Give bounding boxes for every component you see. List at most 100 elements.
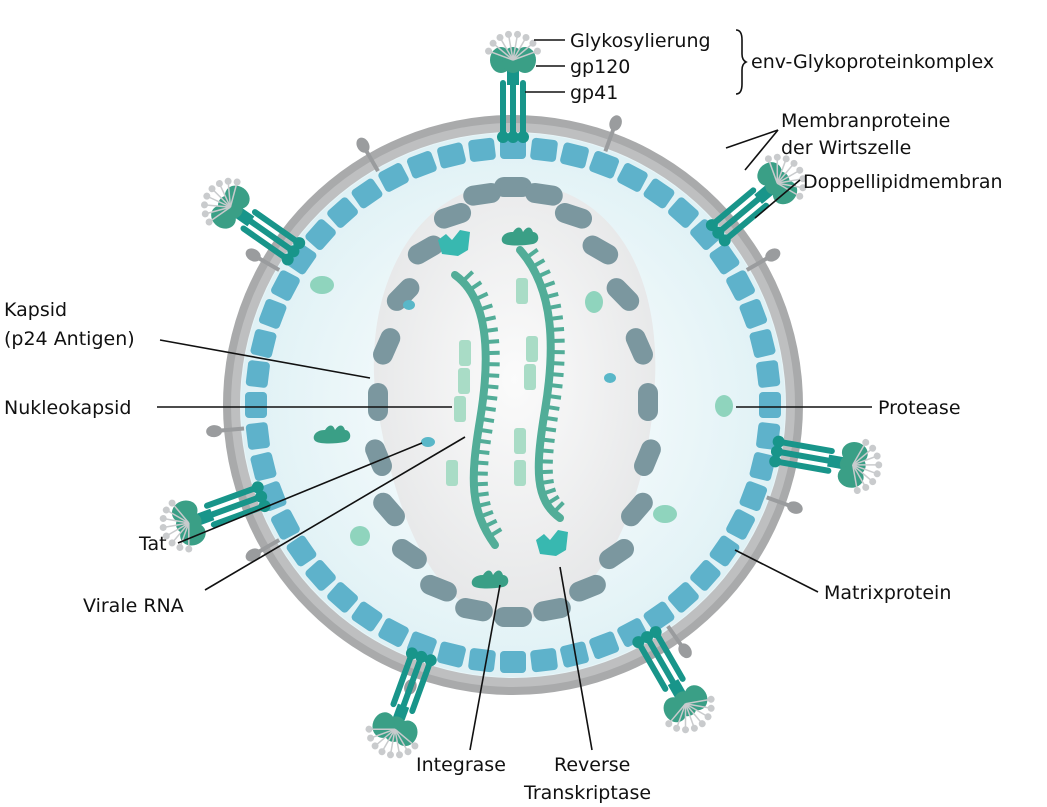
env-spike (159, 481, 271, 553)
matrix-protein (250, 452, 277, 481)
env-spike (485, 30, 541, 143)
label-doppellipidmembran: Doppellipidmembran (803, 171, 1003, 193)
matrix-protein (327, 582, 358, 613)
matrix-protein (756, 360, 781, 388)
matrix-protein (589, 150, 620, 179)
matrix-protein (739, 481, 768, 512)
rna-base (539, 479, 554, 486)
matrix-protein (617, 163, 648, 192)
matrix-protein (327, 197, 358, 228)
matrix-protein (709, 243, 740, 275)
label-virale-rna: Virale RNA (83, 595, 184, 617)
host-protein (245, 538, 281, 562)
host-protein (666, 625, 692, 659)
capsid-segment (368, 383, 388, 421)
rna-base (483, 327, 499, 334)
rna-base (540, 280, 556, 289)
rna-base (468, 280, 483, 292)
capsid-segment (433, 203, 472, 229)
matrix-protein (378, 163, 409, 192)
matrix-protein (468, 137, 496, 162)
matrix-protein (749, 452, 776, 481)
matrix-protein (560, 142, 589, 169)
capsid-segment (625, 328, 653, 365)
host-protein (356, 137, 380, 173)
matrix-protein (258, 298, 287, 329)
host-protein (603, 115, 622, 152)
rna-base (531, 258, 546, 269)
nucleocapsid-proteins (446, 278, 538, 486)
labels: Glykosylierung gp120 gp41 env-Glykoprote… (4, 30, 1003, 804)
rna-base (545, 404, 560, 411)
capsid-p24-segments (365, 177, 661, 627)
rna-base (478, 303, 493, 312)
rna-base (540, 437, 555, 443)
rna-base (488, 527, 503, 539)
rna-base (548, 315, 564, 322)
rna-base (479, 510, 494, 519)
rna-base (543, 415, 558, 422)
matrix-protein (643, 178, 675, 209)
matrix-protein (406, 150, 437, 179)
matrix-protein (690, 560, 721, 591)
label-nukleokapsid: Nukleokapsid (4, 397, 131, 419)
capsid-segment (494, 607, 532, 627)
rna-base (485, 373, 500, 378)
matrix-protein (271, 270, 300, 301)
matrix-protein (271, 509, 300, 540)
label-reverse: Reverse (554, 754, 630, 776)
matrix-protein (500, 651, 526, 673)
capsid-segment (463, 183, 502, 206)
rna-base (476, 438, 491, 445)
matrix-protein (726, 509, 755, 540)
rna-base (550, 360, 565, 366)
capsid-segment (407, 235, 444, 265)
rna-base (476, 500, 491, 509)
capsid-segment (533, 598, 571, 622)
label-matrixprotein: Matrixprotein (824, 582, 951, 604)
rna-base (541, 487, 557, 496)
capsid-segment (365, 439, 392, 476)
capsid-segment (524, 183, 563, 206)
matrix-protein (530, 648, 558, 673)
rna-base (544, 291, 559, 300)
label-gp41: gp41 (570, 82, 618, 104)
rna-base (474, 291, 489, 302)
rna-base (479, 416, 495, 424)
matrix-protein (245, 422, 270, 450)
matrix-protein-ring (245, 137, 781, 673)
capsid-segment (373, 492, 405, 527)
rna-base (536, 269, 551, 279)
label-transkriptase: Transkriptase (523, 782, 651, 804)
rna-base (475, 449, 490, 455)
capsid-segment (554, 203, 593, 229)
rna-base (473, 481, 488, 487)
rna-bases (461, 248, 565, 539)
rna-base (484, 384, 499, 390)
matrix-protein (378, 618, 409, 647)
capsid-segment (392, 538, 427, 570)
tat (403, 300, 616, 447)
matrix-protein (643, 601, 675, 632)
capsid-segment (494, 177, 532, 197)
matrix-protein (437, 641, 466, 668)
capsid-segment (638, 383, 658, 421)
matrix-protein (709, 535, 740, 567)
matrix-protein (668, 197, 699, 228)
capsid-segment (621, 492, 653, 527)
matrix-protein (351, 601, 383, 632)
capsid-segment (373, 328, 401, 365)
label-protease: Protease (878, 397, 961, 419)
label-integrase: Integrase (416, 754, 506, 776)
matrix-protein (286, 535, 317, 567)
label-glykosylierung: Glykosylierung (570, 30, 711, 52)
rna-base (545, 494, 560, 506)
rna-base (549, 326, 565, 332)
rna-base (539, 448, 554, 454)
capsid-cone (365, 177, 661, 627)
reverse-transcriptase (438, 230, 568, 556)
matrix-protein (305, 219, 336, 250)
capsid-segment (599, 538, 634, 570)
capsid-segment (569, 574, 606, 602)
